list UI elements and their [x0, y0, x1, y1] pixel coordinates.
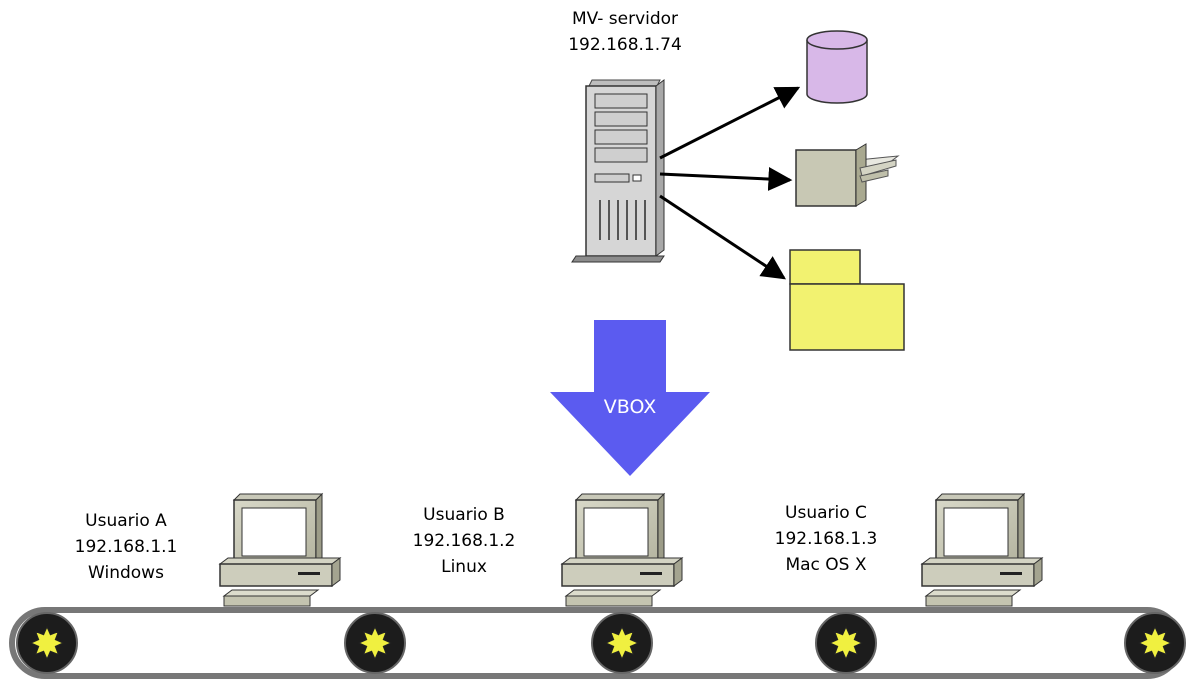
bus-node-2	[344, 612, 406, 674]
folder-icon	[789, 249, 905, 351]
user-b-label: Usuario B 192.168.1.2 Linux	[413, 505, 516, 577]
user-b-os: Linux	[441, 557, 487, 577]
user-c-ip: 192.168.1.3	[775, 529, 878, 549]
bus-node-4	[815, 612, 877, 674]
server-name: MV- servidor	[572, 9, 678, 29]
vbox-label: VBOX	[604, 396, 656, 418]
user-c-name: Usuario C	[785, 503, 867, 523]
arrow-to-printer	[659, 167, 793, 191]
user-a-name: Usuario A	[85, 511, 167, 531]
user-a-label: Usuario A 192.168.1.1 Windows	[75, 511, 178, 583]
user-c-label: Usuario C 192.168.1.3 Mac OS X	[775, 503, 878, 575]
bus-node-3	[591, 612, 653, 674]
computer-a-icon	[218, 492, 342, 607]
printer-icon	[795, 143, 900, 207]
computer-b-icon	[560, 492, 684, 607]
token-ring-bus-icon	[9, 607, 1186, 679]
user-a-ip: 192.168.1.1	[75, 537, 178, 557]
database-icon	[806, 30, 868, 104]
arrow-to-folder	[659, 194, 787, 280]
user-b-ip: 192.168.1.2	[413, 531, 516, 551]
bus-node-1	[16, 612, 78, 674]
user-c-os: Mac OS X	[785, 555, 866, 575]
computer-c-icon	[920, 492, 1044, 607]
user-b-name: Usuario B	[423, 505, 505, 525]
server-tower-icon	[571, 79, 665, 263]
server-ip: 192.168.1.74	[568, 35, 682, 55]
bus-node-5	[1124, 612, 1186, 674]
vbox-arrow: VBOX	[550, 320, 710, 476]
arrow-to-database	[659, 86, 801, 160]
user-a-os: Windows	[88, 563, 164, 583]
